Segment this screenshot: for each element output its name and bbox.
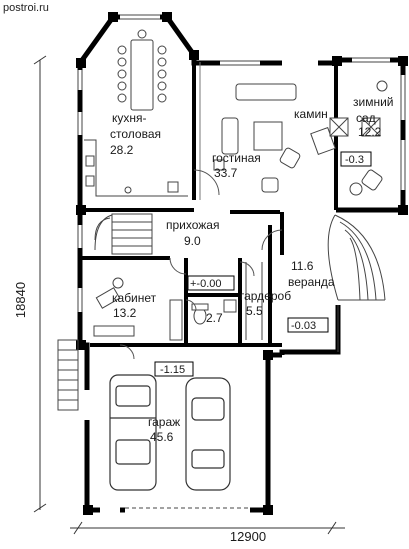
living-name: гостиная xyxy=(212,151,261,165)
hall-name: прихожая xyxy=(166,218,219,232)
kitchen-counter xyxy=(84,139,188,197)
living-area: 33.7 xyxy=(214,166,238,180)
veranda-name: веранда xyxy=(288,275,335,289)
dimension-lines xyxy=(33,55,345,535)
height-dimension: 18840 xyxy=(13,282,28,318)
watermark: postroi.ru xyxy=(3,2,49,14)
garage-level: -1.15 xyxy=(160,364,185,376)
garden-level: -0.3 xyxy=(345,154,364,166)
bath-area: 2.7 xyxy=(206,311,223,325)
office-area: 13.2 xyxy=(113,306,137,320)
hall-area: 9.0 xyxy=(184,234,201,248)
fireplace xyxy=(310,126,336,156)
windows xyxy=(77,14,406,513)
kitchen-area: 28.2 xyxy=(110,143,134,157)
cars xyxy=(109,374,231,491)
veranda-steps xyxy=(327,214,386,352)
garden-name2: сад xyxy=(356,111,376,125)
garden-area: 12.2 xyxy=(358,125,382,139)
kitchen-name2: столовая xyxy=(110,127,161,141)
office-name: кабинет xyxy=(112,291,157,305)
side-steps xyxy=(57,339,79,411)
fireplace-label: камин xyxy=(294,107,328,121)
window-lines xyxy=(77,14,406,509)
wardrobe-name: гардероб xyxy=(240,289,291,303)
garage-area: 45.6 xyxy=(150,430,174,444)
garden-decor xyxy=(329,80,388,196)
garden-name: зимний xyxy=(353,95,394,109)
staircase xyxy=(94,213,153,255)
bath-fixtures xyxy=(191,299,237,325)
living-furniture xyxy=(199,62,301,200)
door-swings xyxy=(119,169,283,360)
office-furniture xyxy=(93,277,183,341)
wardrobe-shelves xyxy=(245,262,263,340)
width-dimension: 12900 xyxy=(230,529,266,544)
level-boxes xyxy=(154,151,372,377)
veranda-area: 11.6 xyxy=(291,259,314,273)
entry-level: +-0.00 xyxy=(190,278,222,290)
wardrobe-area: 5.5 xyxy=(246,304,263,318)
kitchen-name: кухня- xyxy=(112,111,147,125)
garage-name: гараж xyxy=(148,415,180,429)
dining-set xyxy=(117,29,167,111)
veranda-level: -0.03 xyxy=(291,320,316,332)
